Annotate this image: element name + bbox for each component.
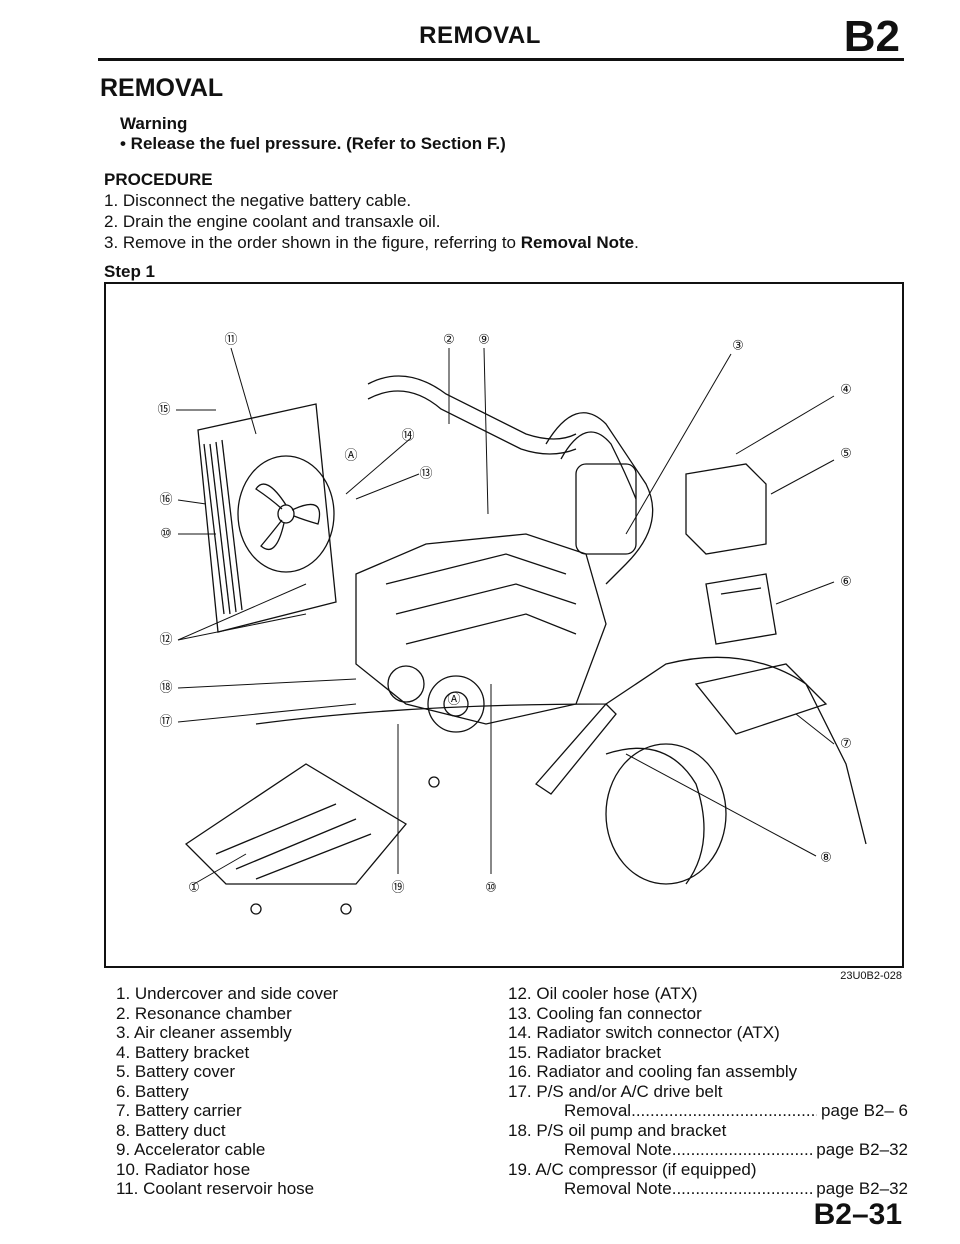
procedure-steps: 1. Disconnect the negative battery cable… [104,190,639,253]
reference-label: Removal [564,1101,632,1120]
part-item: 8. Battery duct [116,1120,226,1140]
page-header-code: B2 [843,12,900,61]
undercover-drawing [184,763,407,885]
callout-label: ⑩ [485,879,497,894]
callout-label: ⑯ [159,491,172,506]
part-item: 18. P/S oil pump and bracket [508,1120,727,1140]
car-body-drawing [255,656,867,845]
leader-dots: ........................................… [671,1179,813,1198]
callout-label: ① [188,879,200,894]
callout-label: ② [443,331,455,346]
callout-label: ⑤ [840,445,852,460]
callout-label: ④ [840,381,852,396]
callout-label: ⑧ [820,849,832,864]
part-item: 19. A/C compressor (if equipped) [508,1159,757,1179]
warning-label: Warning [120,114,188,133]
battery-cover-drawing [685,463,767,555]
callout-label: ③ [732,337,744,352]
part-item: 12. Oil cooler hose (ATX) [508,984,698,1003]
callout-label: ⑬ [419,465,432,480]
procedure-step: 3. Remove in the order shown in the figu… [104,232,639,253]
callout-label: ⑥ [840,573,852,588]
procedure-step: 2. Drain the engine coolant and transaxl… [104,212,441,231]
removal-note-ref: Removal Note [520,233,635,252]
part-item: 17. P/S and/or A/C drive belt [508,1081,723,1101]
part-item: 3. Air cleaner assembly [116,1023,292,1042]
header-rule [98,58,904,61]
part-item: 11. Coolant reservoir hose [116,1179,315,1198]
engine-bay-illustration: ⑪ ② ⑨ ③ ④ ⑮ ⑭ Ⓐ ⑬ ⑤ ⑯ ⑩ ⑥ ⑫ ⑱ Ⓐ ⑰ ⑦ ⑧ ① … [157,331,867,915]
radiator-drawing [197,403,337,633]
figure-code: 23U0B2-028 [840,970,902,982]
callout-label: ⑪ [224,331,237,346]
part-item: 16. Radiator and cooling fan assembly [508,1062,798,1081]
part-item: 9. Accelerator cable [116,1140,266,1159]
procedure-step-text: 3. Remove in the order shown in the figu… [104,233,516,252]
callout-label: ⑱ [159,679,172,694]
part-item: 6. Battery [116,1081,189,1101]
part-item: 15. Radiator bracket [508,1042,662,1062]
reference-page: page B2– 6 [821,1101,908,1120]
part-item: 7. Battery carrier [116,1101,242,1120]
parts-list-right: 12. Oil cooler hose (ATX) 13. Cooling fa… [508,984,908,1199]
part-item: 4. Battery bracket [116,1042,250,1062]
part-item: 2. Resonance chamber [116,1003,292,1023]
page-reference: Removal ................................… [508,1101,908,1121]
procedure-label: PROCEDURE [104,170,213,189]
part-item: 5. Battery cover [116,1062,236,1081]
callout-label: ⑨ [478,331,490,346]
exploded-view-figure: ⑪ ② ⑨ ③ ④ ⑮ ⑭ Ⓐ ⑬ ⑤ ⑯ ⑩ ⑥ ⑫ ⑱ Ⓐ ⑰ ⑦ ⑧ ① … [104,282,904,968]
reference-label: Removal Note [564,1179,672,1198]
procedure-step: 1. Disconnect the negative battery cable… [104,191,412,210]
page-reference: Removal Note ...........................… [508,1179,908,1199]
callout-label: Ⓐ [447,691,460,706]
callout-label: Ⓐ [344,447,357,462]
resonance-chamber-drawing [367,375,577,440]
part-item: 10. Radiator hose [116,1159,251,1179]
part-item: 14. Radiator switch connector (ATX) [508,1023,780,1042]
leader-dots: ........................................… [631,1101,817,1120]
callout-label: ⑫ [159,631,172,646]
step-label: Step 1 [104,262,156,281]
parts-list-left: 1. Undercover and side cover 2. Resonanc… [116,984,338,1199]
part-item: 1. Undercover and side cover [116,984,339,1003]
procedure-step-end: . [634,233,639,252]
page-header-title: REMOVAL [419,22,541,49]
battery-carrier-drawing [694,663,828,735]
reference-label: Removal Note [564,1140,672,1159]
page-reference: Removal Note ...........................… [508,1140,908,1160]
air-cleaner-drawing [545,412,654,585]
warning-item: • Release the fuel pressure. (Refer to S… [120,134,506,153]
callout-label: ⑰ [159,713,172,728]
part-item: 13. Cooling fan connector [508,1003,702,1023]
page-number: B2–31 [813,1198,902,1231]
reference-page: page B2–32 [816,1179,908,1198]
battery-duct-drawing [535,703,617,795]
engine-block-drawing [355,533,607,725]
reference-page: page B2–32 [816,1140,908,1159]
section-title: REMOVAL [100,74,224,102]
callout-label: ⑮ [157,401,170,416]
cooling-fan-drawing [237,455,335,573]
callout-label: ⑲ [391,879,404,894]
battery-drawing [705,573,777,645]
leader-dots: ........................................… [671,1140,813,1159]
callout-label: ⑩ [160,525,172,540]
callout-label: ⑭ [401,427,414,442]
callout-label: ⑦ [840,735,852,750]
